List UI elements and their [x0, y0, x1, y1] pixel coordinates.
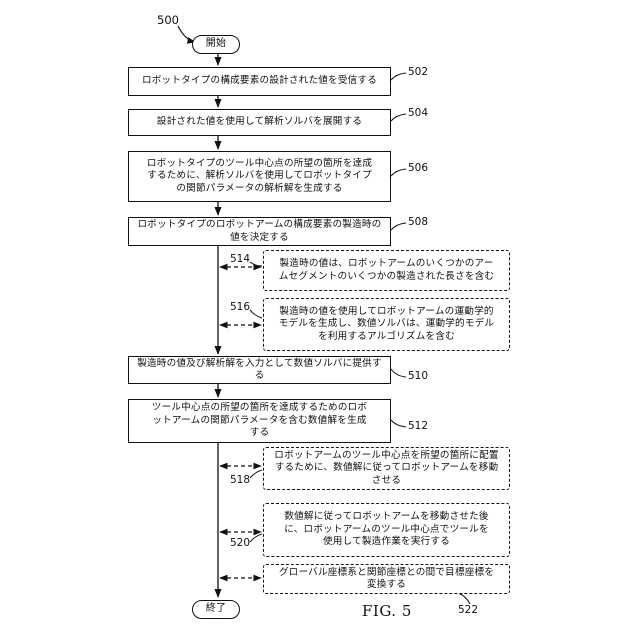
diagram-number: 500 [157, 13, 179, 27]
ref-520: 520 [230, 537, 250, 549]
leader-510 [391, 369, 406, 377]
leader-514 [250, 262, 262, 266]
ref-502: 502 [408, 66, 428, 78]
ref-516: 516 [230, 301, 250, 313]
ref-504: 504 [408, 107, 428, 119]
ref-512: 512 [408, 420, 428, 432]
step-504-box: 設計された値を使用して解析ソルバを展開する [128, 109, 391, 136]
leader-506 [391, 169, 406, 176]
step-518-box: ロボットアームのツール中心点を所望の箇所に配置するために、数値解に従ってロボット… [263, 447, 510, 490]
leader-520 [250, 534, 262, 542]
step-514-box: 製造時の値は、ロボットアームのいくつかのアームセグメントのいくつかの製造された長… [263, 250, 510, 291]
leader-522 [458, 593, 470, 604]
step-520-box: 数値解に従ってロボットアームを移動させた後に、ロボットアームのツール中心点でツー… [263, 503, 510, 557]
ref-508: 508 [408, 216, 428, 228]
leader-504 [391, 114, 406, 121]
step-506-box: ロボットタイプのツール中心点の所望の箇所を達成するために、解析ソルバを使用してロ… [128, 151, 391, 202]
leader-516 [250, 310, 262, 318]
ref-506: 506 [408, 162, 428, 174]
ref-522: 522 [458, 604, 478, 616]
leader-518 [250, 470, 262, 478]
step-516-box: 製造時の値を使用してロボットアームの運動学的モデルを生成し、数値ソルバは、運動学… [263, 298, 510, 351]
end-terminal: 終了 [192, 600, 240, 619]
ref-514: 514 [230, 253, 250, 265]
ref-510: 510 [408, 370, 428, 382]
step-510-box: 製造時の値及び解析解を入力として数値ソルバに提供する [128, 356, 391, 384]
leader-512 [391, 420, 406, 427]
start-terminal: 開始 [192, 35, 240, 54]
step-512-box: ツール中心点の所望の箇所を達成するためのロボットアームの関節パラメータを含む数値… [128, 399, 391, 443]
leader-502 [391, 73, 406, 80]
step-522-box: グローバル座標系と関節座標との間で目標座標を変換する [263, 564, 510, 594]
step-502-box: ロボットタイプの構成要素の設計された値を受信する [128, 67, 391, 96]
leader-508 [391, 223, 406, 230]
step-508-box: ロボットタイプのロボットアームの構成要素の製造時の値を決定する [128, 217, 391, 246]
ref-518: 518 [230, 474, 250, 486]
figure-label: FIG. 5 [362, 602, 412, 620]
